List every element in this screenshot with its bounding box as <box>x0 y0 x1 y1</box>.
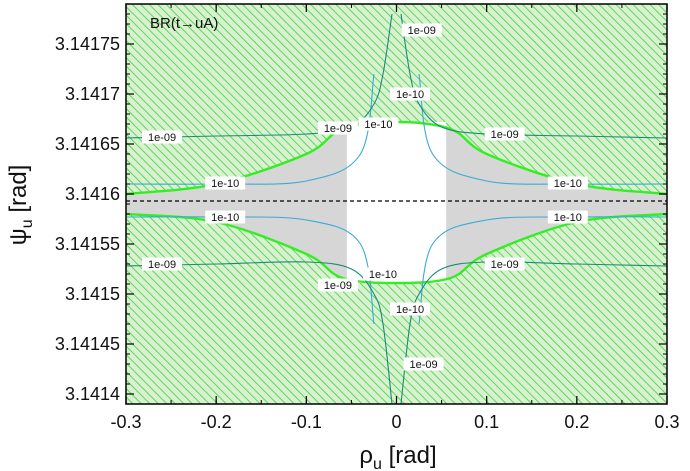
x-tick-label: -0.1 <box>291 412 322 432</box>
y-tick-label: 3.1417 <box>65 84 120 104</box>
regions <box>126 4 667 404</box>
y-axis: 3.1414 3.14145 3.1415 3.14155 3.1416 3.14165 3… <box>55 13 667 405</box>
x-axis: -0.3 -0.2 -0.1 0 0.1 0.2 0.3 <box>110 4 680 432</box>
contour-label-bg <box>547 176 588 190</box>
allowed-window <box>346 122 447 283</box>
contour-label-bg <box>547 210 588 224</box>
y-axis-subscript: u <box>19 219 36 228</box>
contour-label-bg <box>358 117 399 131</box>
y-axis-symbol: ψ <box>5 228 32 245</box>
contour-label-bg <box>205 176 246 190</box>
contour-lines <box>126 13 667 404</box>
contour-line <box>400 13 667 139</box>
contour-label-bg <box>317 278 358 292</box>
contour-label: 1e-09 <box>324 280 352 292</box>
contour-label: 1e-10 <box>369 269 397 281</box>
contour-label-bg <box>142 130 183 144</box>
contour-label: 1e-10 <box>364 119 392 131</box>
contour-label: 1e-09 <box>409 359 437 371</box>
x-axis-unit: [rad] <box>389 442 437 469</box>
contour-label-bg <box>484 257 525 271</box>
allowed-boundary-lower <box>126 212 667 285</box>
contour-label: 1e-10 <box>211 178 239 190</box>
contour-label-bg <box>205 210 246 224</box>
contour-label-bg <box>390 302 431 316</box>
contour-label-bg <box>401 23 442 37</box>
x-tick-label: 0 <box>391 412 401 432</box>
x-axis-subscript: u <box>373 456 382 471</box>
contour-label: 1e-09 <box>491 259 519 271</box>
contour-label-bg <box>362 267 403 281</box>
annotation-label: BR(t→uA) <box>150 15 218 32</box>
central-band <box>346 4 447 404</box>
y-tick-label: 3.14165 <box>55 134 120 154</box>
y-axis-unit: [rad] <box>5 165 32 213</box>
y-tick-label: 3.1414 <box>65 384 120 404</box>
contour-label-bg <box>317 121 358 135</box>
contour-label: 1e-09 <box>491 129 519 141</box>
plot-area: 1e-10 1e-10 1e-10 1e-10 1e-09 1e-09 1e-09 1e-09… <box>126 4 667 404</box>
central-band-bottom <box>346 283 447 404</box>
contour-label: 1e-10 <box>396 89 424 101</box>
contour-labels: 1e-10 1e-10 1e-10 1e-10 1e-09 1e-09 1e-09 1e-09… <box>142 23 588 371</box>
y-tick-label: 3.14175 <box>55 34 120 54</box>
central-band-top <box>346 4 447 122</box>
contour-label: 1e-09 <box>148 259 176 271</box>
contour-label-bg <box>142 257 183 271</box>
contour-label: 1e-10 <box>554 178 582 190</box>
x-axis-symbol: ρ <box>359 442 373 469</box>
y-tick-label: 3.1415 <box>65 284 120 304</box>
x-axis-title: ρu [rad] <box>359 442 436 471</box>
contour-line <box>126 261 393 404</box>
contour-line <box>418 216 667 325</box>
x-tick-label: 0.2 <box>564 412 589 432</box>
contour-label: 1e-10 <box>211 212 239 224</box>
contour-label: 1e-09 <box>148 132 176 144</box>
x-tick-label: -0.2 <box>201 412 232 432</box>
y-tick-label: 3.14145 <box>55 334 120 354</box>
x-tick-label: -0.3 <box>110 412 141 432</box>
contour-label: 1e-10 <box>396 304 424 316</box>
y-tick-label: 3.14155 <box>55 234 120 254</box>
contour-line <box>418 73 667 185</box>
y-axis-title: ψu [rad] <box>5 165 36 246</box>
contour-line <box>400 261 667 404</box>
y-tick-label: 3.1416 <box>65 184 120 204</box>
contour-label: 1e-10 <box>554 212 582 224</box>
contour-label: 1e-09 <box>324 123 352 135</box>
contour-label-bg <box>403 357 444 371</box>
contour-label-bg <box>484 127 525 141</box>
x-tick-label: 0.1 <box>474 412 499 432</box>
x-tick-label: 0.3 <box>654 412 679 432</box>
contour-label: 1e-09 <box>408 25 436 37</box>
contour-label-bg <box>390 87 431 101</box>
